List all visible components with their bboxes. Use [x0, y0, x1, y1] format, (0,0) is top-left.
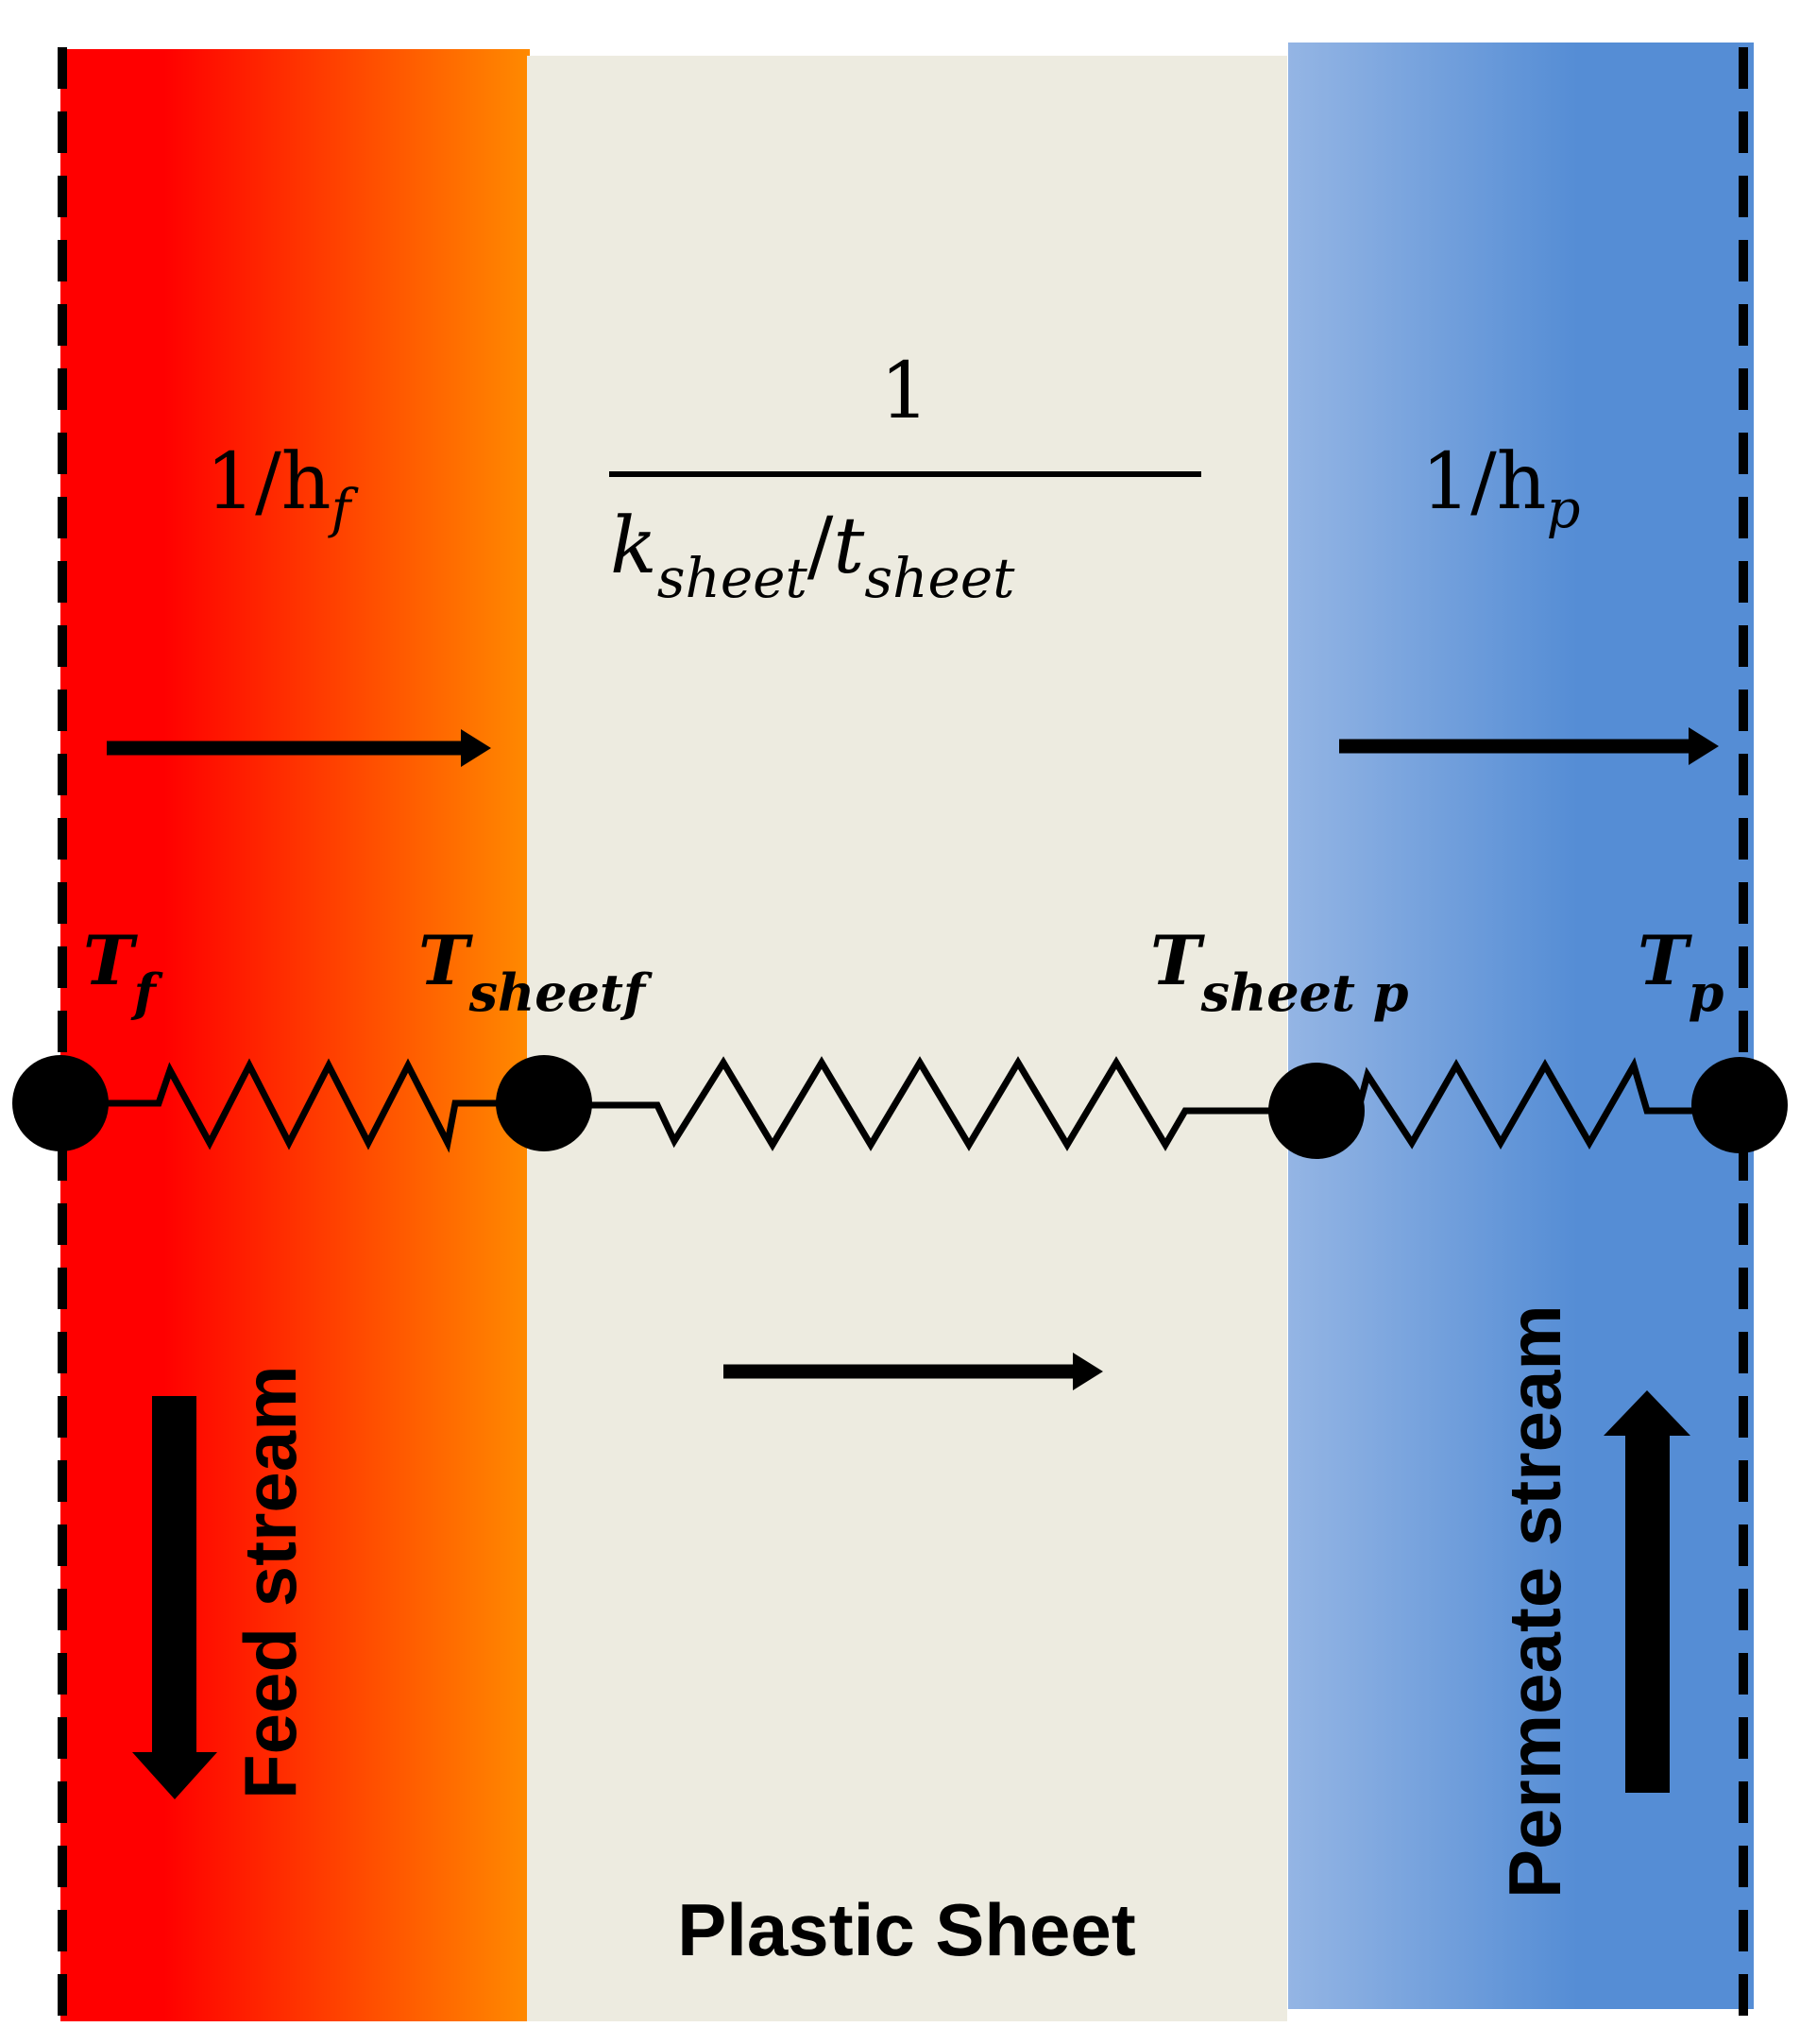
- filled-circle-icon: [496, 1055, 592, 1151]
- permeate-resistance-subscript: p: [1547, 479, 1581, 540]
- svg-text:ksheet/tsheet: ksheet/tsheet: [610, 502, 1015, 610]
- sheet-permeate-temperature-subscript: sheet p: [1200, 962, 1409, 1023]
- right-arrow-icon: [107, 729, 491, 767]
- permeate-temperature-label: Tp: [1638, 920, 1724, 1023]
- filled-circle-icon: [1691, 1057, 1788, 1153]
- permeate-resistance-prefix: 1/h: [1421, 437, 1547, 527]
- plastic-sheet-label: Plastic Sheet: [677, 1888, 1136, 1971]
- right-arrow-icon: [723, 1353, 1103, 1390]
- right-arrow-icon: [1339, 727, 1719, 765]
- sheet-k-symbol: k: [610, 502, 657, 591]
- sheet-permeate-temperature-symbol: T: [1150, 920, 1205, 1000]
- zigzag-resistor-icon: [544, 1056, 1316, 1151]
- permeate-temperature-subscript: p: [1689, 962, 1724, 1023]
- permeate-stream-label: Permeate stream: [1493, 1304, 1576, 1899]
- filled-circle-icon: [1268, 1063, 1365, 1159]
- sheet-resistance-fraction: 1 ksheet/tsheet: [609, 347, 1201, 610]
- sheet-fraction-slash: /: [807, 502, 834, 591]
- sheet-feed-temperature-label: Tsheetf: [418, 920, 653, 1023]
- plastic-sheet-region: [527, 56, 1287, 2021]
- sheet-resistance-numerator: 1: [880, 347, 929, 436]
- sheet-feed-temperature-subscript: sheetf: [468, 962, 653, 1023]
- up-arrow-icon: [1604, 1390, 1690, 1793]
- sheet-k-subscript: sheet: [657, 546, 808, 610]
- permeate-resistance-label: 1/hp: [1421, 437, 1580, 540]
- permeate-temperature-symbol: T: [1638, 920, 1692, 1000]
- sheet-t-subscript: sheet: [864, 546, 1015, 610]
- sheet-t-symbol: t: [833, 502, 865, 591]
- permeate-region: [1288, 43, 1754, 2009]
- down-arrow-icon: [132, 1396, 217, 1799]
- feed-region: [60, 49, 530, 2021]
- zigzag-resistor-icon: [1316, 1057, 1740, 1150]
- feed-resistance-prefix: 1/h: [206, 437, 331, 527]
- filled-circle-icon: [12, 1055, 109, 1151]
- svg-text:1/hp: 1/hp: [1421, 437, 1580, 540]
- feed-temperature-symbol: T: [83, 920, 138, 1000]
- sheet-feed-temperature-symbol: T: [418, 920, 473, 1000]
- sheet-permeate-temperature-label: Tsheet p: [1150, 920, 1409, 1023]
- zigzag-resistor-icon: [60, 1058, 544, 1153]
- feed-stream-label: Feed stream: [229, 1365, 312, 1799]
